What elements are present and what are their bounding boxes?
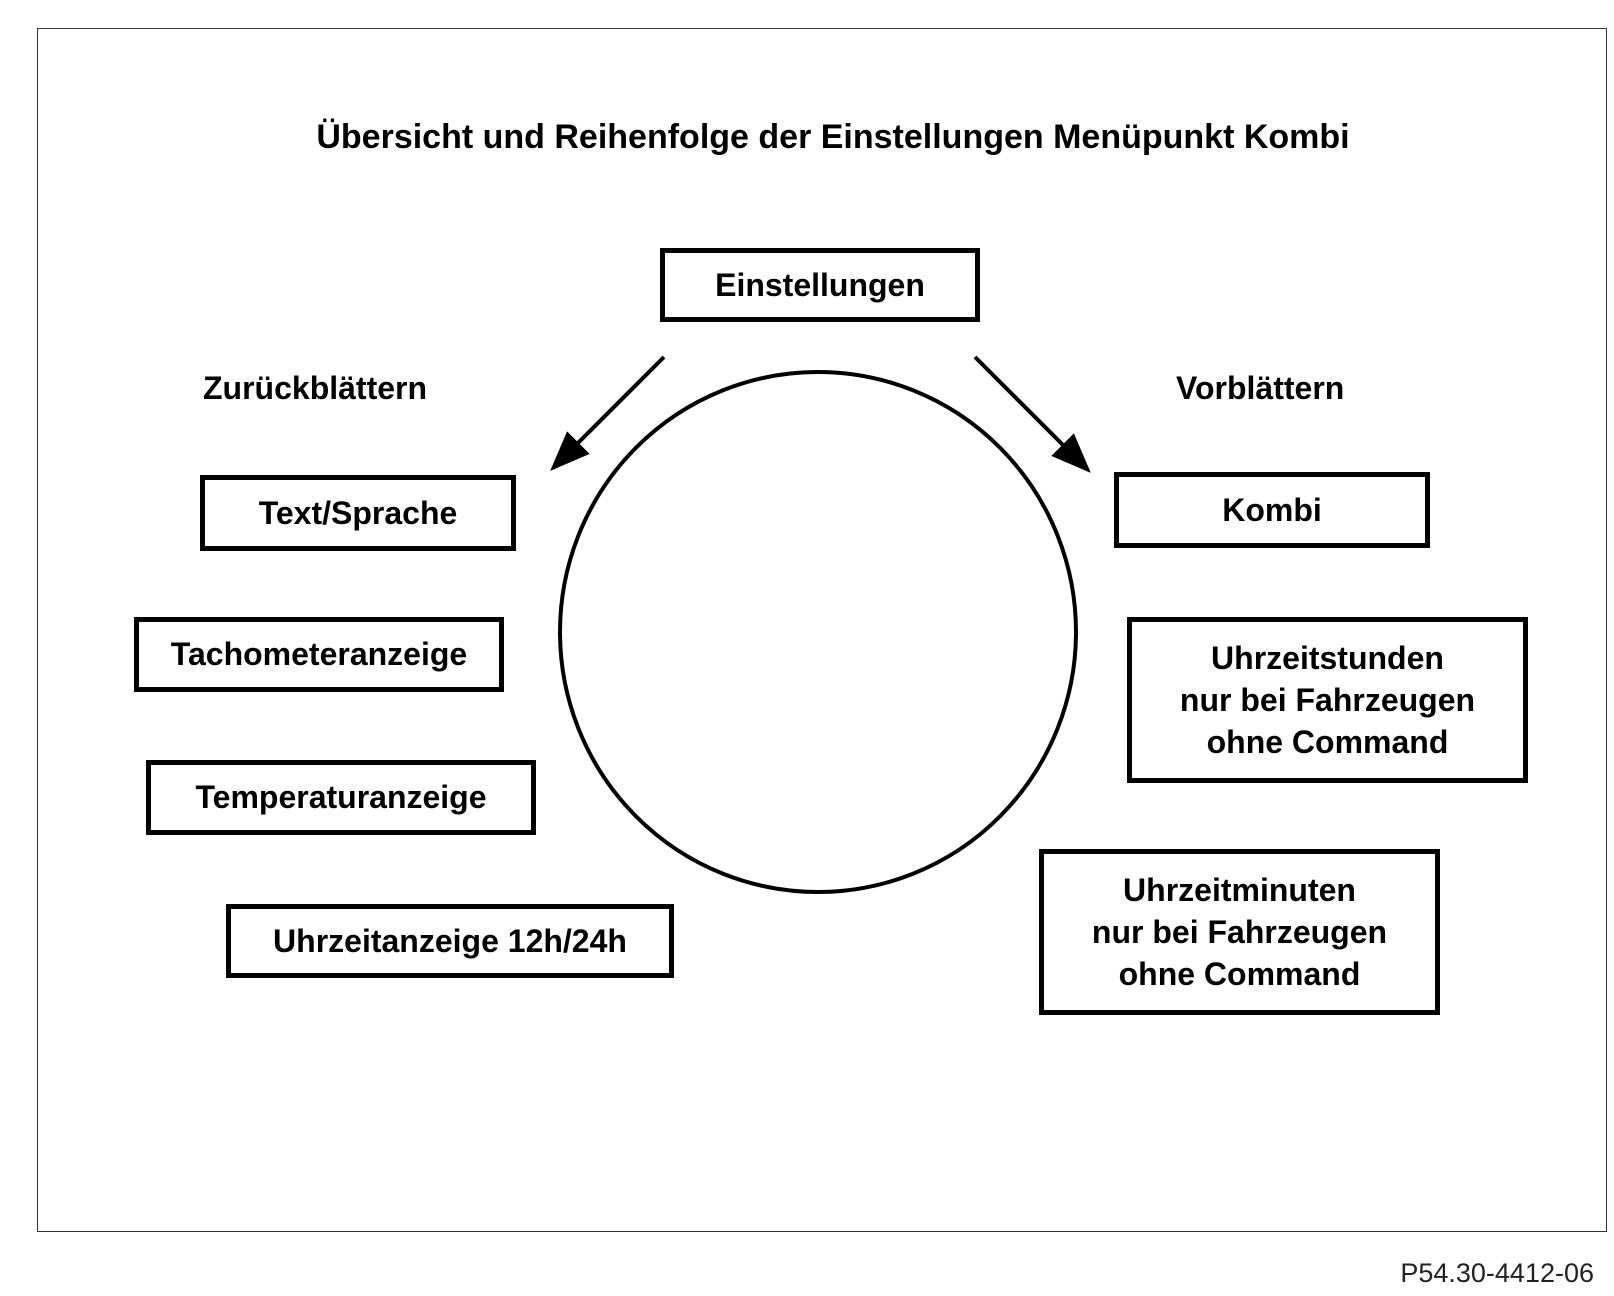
clock-hours-line-1: Uhrzeitstunden — [1211, 639, 1444, 676]
temperature-display-box: Temperaturanzeige — [146, 760, 536, 835]
clock-minutes-line-2: nur bei Fahrzeugen — [1091, 913, 1388, 950]
figure-frame — [37, 28, 1607, 1232]
kombi-box: Kombi — [1114, 472, 1430, 548]
clock-hours-text: Uhrzeitstunden nur bei Fahrzeugen ohne C… — [1180, 637, 1475, 764]
settings-box: Einstellungen — [660, 248, 980, 322]
arrow-backward — [550, 355, 666, 471]
clock-hours-box: Uhrzeitstunden nur bei Fahrzeugen ohne C… — [1127, 617, 1528, 783]
settings-label: Einstellungen — [715, 266, 925, 303]
diagram-title: Übersicht und Reihenfolge der Einstellun… — [316, 118, 1350, 156]
clock-minutes-text: Uhrzeitminuten nur bei Fahrzeugen ohne C… — [1092, 869, 1387, 996]
text-language-box: Text/Sprache — [200, 475, 516, 551]
clock-hours-line-3: ohne Command — [1206, 724, 1449, 761]
arrow-forward — [973, 355, 1091, 473]
clock-format-label: Uhrzeitanzeige 12h/24h — [273, 922, 627, 959]
figure-id: P54.30-4412-06 — [1400, 1258, 1594, 1288]
forward-label: Vorblättern — [1176, 370, 1345, 406]
clock-minutes-line-1: Uhrzeitminuten — [1123, 871, 1356, 908]
temperature-display-label: Temperaturanzeige — [195, 779, 487, 816]
clock-minutes-line-3: ohne Command — [1118, 956, 1361, 993]
clock-minutes-box: Uhrzeitminuten nur bei Fahrzeugen ohne C… — [1039, 849, 1440, 1015]
kombi-label: Kombi — [1222, 491, 1322, 528]
cycle-circle — [558, 370, 1078, 894]
backward-label: Zurückblättern — [203, 370, 428, 406]
speedometer-display-box: Tachometeranzeige — [134, 617, 504, 692]
clock-hours-line-2: nur bei Fahrzeugen — [1179, 681, 1476, 718]
clock-format-box: Uhrzeitanzeige 12h/24h — [226, 904, 674, 978]
speedometer-display-label: Tachometeranzeige — [170, 636, 468, 673]
text-language-label: Text/Sprache — [258, 494, 458, 531]
